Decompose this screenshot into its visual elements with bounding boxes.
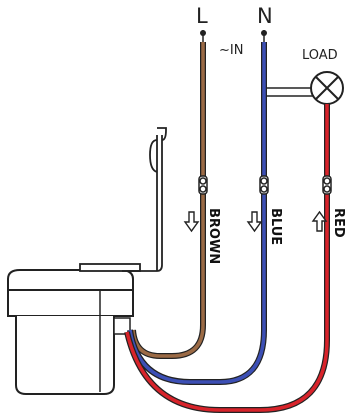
sensor-dome	[7, 269, 134, 291]
neutral-load-connection	[261, 85, 314, 97]
terminal-line-post	[200, 30, 206, 42]
sensor-base	[15, 316, 115, 395]
wire-label-brown: BROWN	[206, 208, 221, 264]
brown-wire	[130, 42, 206, 359]
blue-wire	[127, 42, 267, 385]
brown-direction-arrow-down-icon	[183, 211, 200, 233]
sensor-collar	[7, 289, 134, 317]
brown-wire-connector	[198, 175, 208, 195]
terminal-neutral-label: N	[257, 4, 273, 28]
red-direction-arrow-up-icon	[311, 210, 328, 232]
load-lamp	[310, 71, 344, 105]
red-wire	[124, 104, 330, 413]
terminal-neutral-post	[261, 30, 267, 42]
sensor-stub	[113, 317, 131, 335]
red-wire-connector	[322, 175, 332, 195]
blue-direction-arrow-down-icon	[246, 211, 263, 233]
load-label: LOAD	[302, 48, 338, 63]
input-label: ~IN	[219, 43, 243, 58]
mounting-bracket	[79, 127, 167, 272]
terminal-line-label: L	[196, 4, 208, 28]
photocell-sensor	[7, 269, 134, 395]
wire-label-blue: BLUE	[268, 208, 283, 245]
wire-label-red: RED	[331, 208, 346, 238]
blue-wire-connector	[259, 175, 269, 195]
